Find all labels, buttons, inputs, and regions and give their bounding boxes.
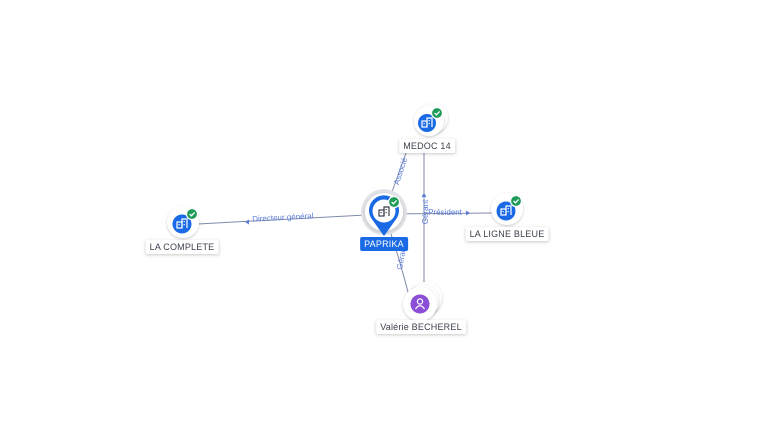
edge-label: Président <box>428 208 463 217</box>
building-icon <box>378 206 390 217</box>
person-icon <box>415 298 425 310</box>
triangle-arrow-icon <box>466 210 470 216</box>
node-valerie[interactable] <box>403 282 442 321</box>
verified-check-icon <box>430 106 444 120</box>
edge-e1[interactable]: Associé <box>392 156 409 186</box>
edge-label: Directeur général <box>252 211 314 223</box>
node-lalignebleue[interactable] <box>491 193 523 225</box>
verified-check-icon <box>387 195 401 209</box>
verified-check-icon <box>509 194 523 208</box>
edge-label: Associé <box>392 156 409 186</box>
node-lacomplete[interactable] <box>167 206 199 238</box>
triangle-arrow-icon <box>421 193 427 197</box>
node-label-medoc14[interactable]: MEDOC 14 <box>399 139 455 153</box>
edge-e4[interactable]: Gérant <box>421 193 430 224</box>
node-paprika[interactable] <box>361 189 407 236</box>
node-medoc14[interactable] <box>414 103 448 136</box>
node-label-paprika[interactable]: PAPRIKA <box>360 237 408 251</box>
edge-e3[interactable]: Président <box>428 208 470 217</box>
node-label-lacomplete[interactable]: LA COMPLETE <box>145 240 219 254</box>
node-label-lalignebleue[interactable]: LA LIGNE BLEUE <box>465 227 549 241</box>
edge-label: Gérant <box>421 199 430 224</box>
graph-edges: Associé Directeur général Président Géra… <box>197 140 493 301</box>
triangle-arrow-icon <box>245 219 249 225</box>
edge-line <box>197 213 385 225</box>
verified-check-icon <box>185 207 199 221</box>
edge-e2[interactable]: Directeur général <box>245 211 314 225</box>
node-label-valerie[interactable]: Valérie BECHEREL <box>376 320 466 334</box>
